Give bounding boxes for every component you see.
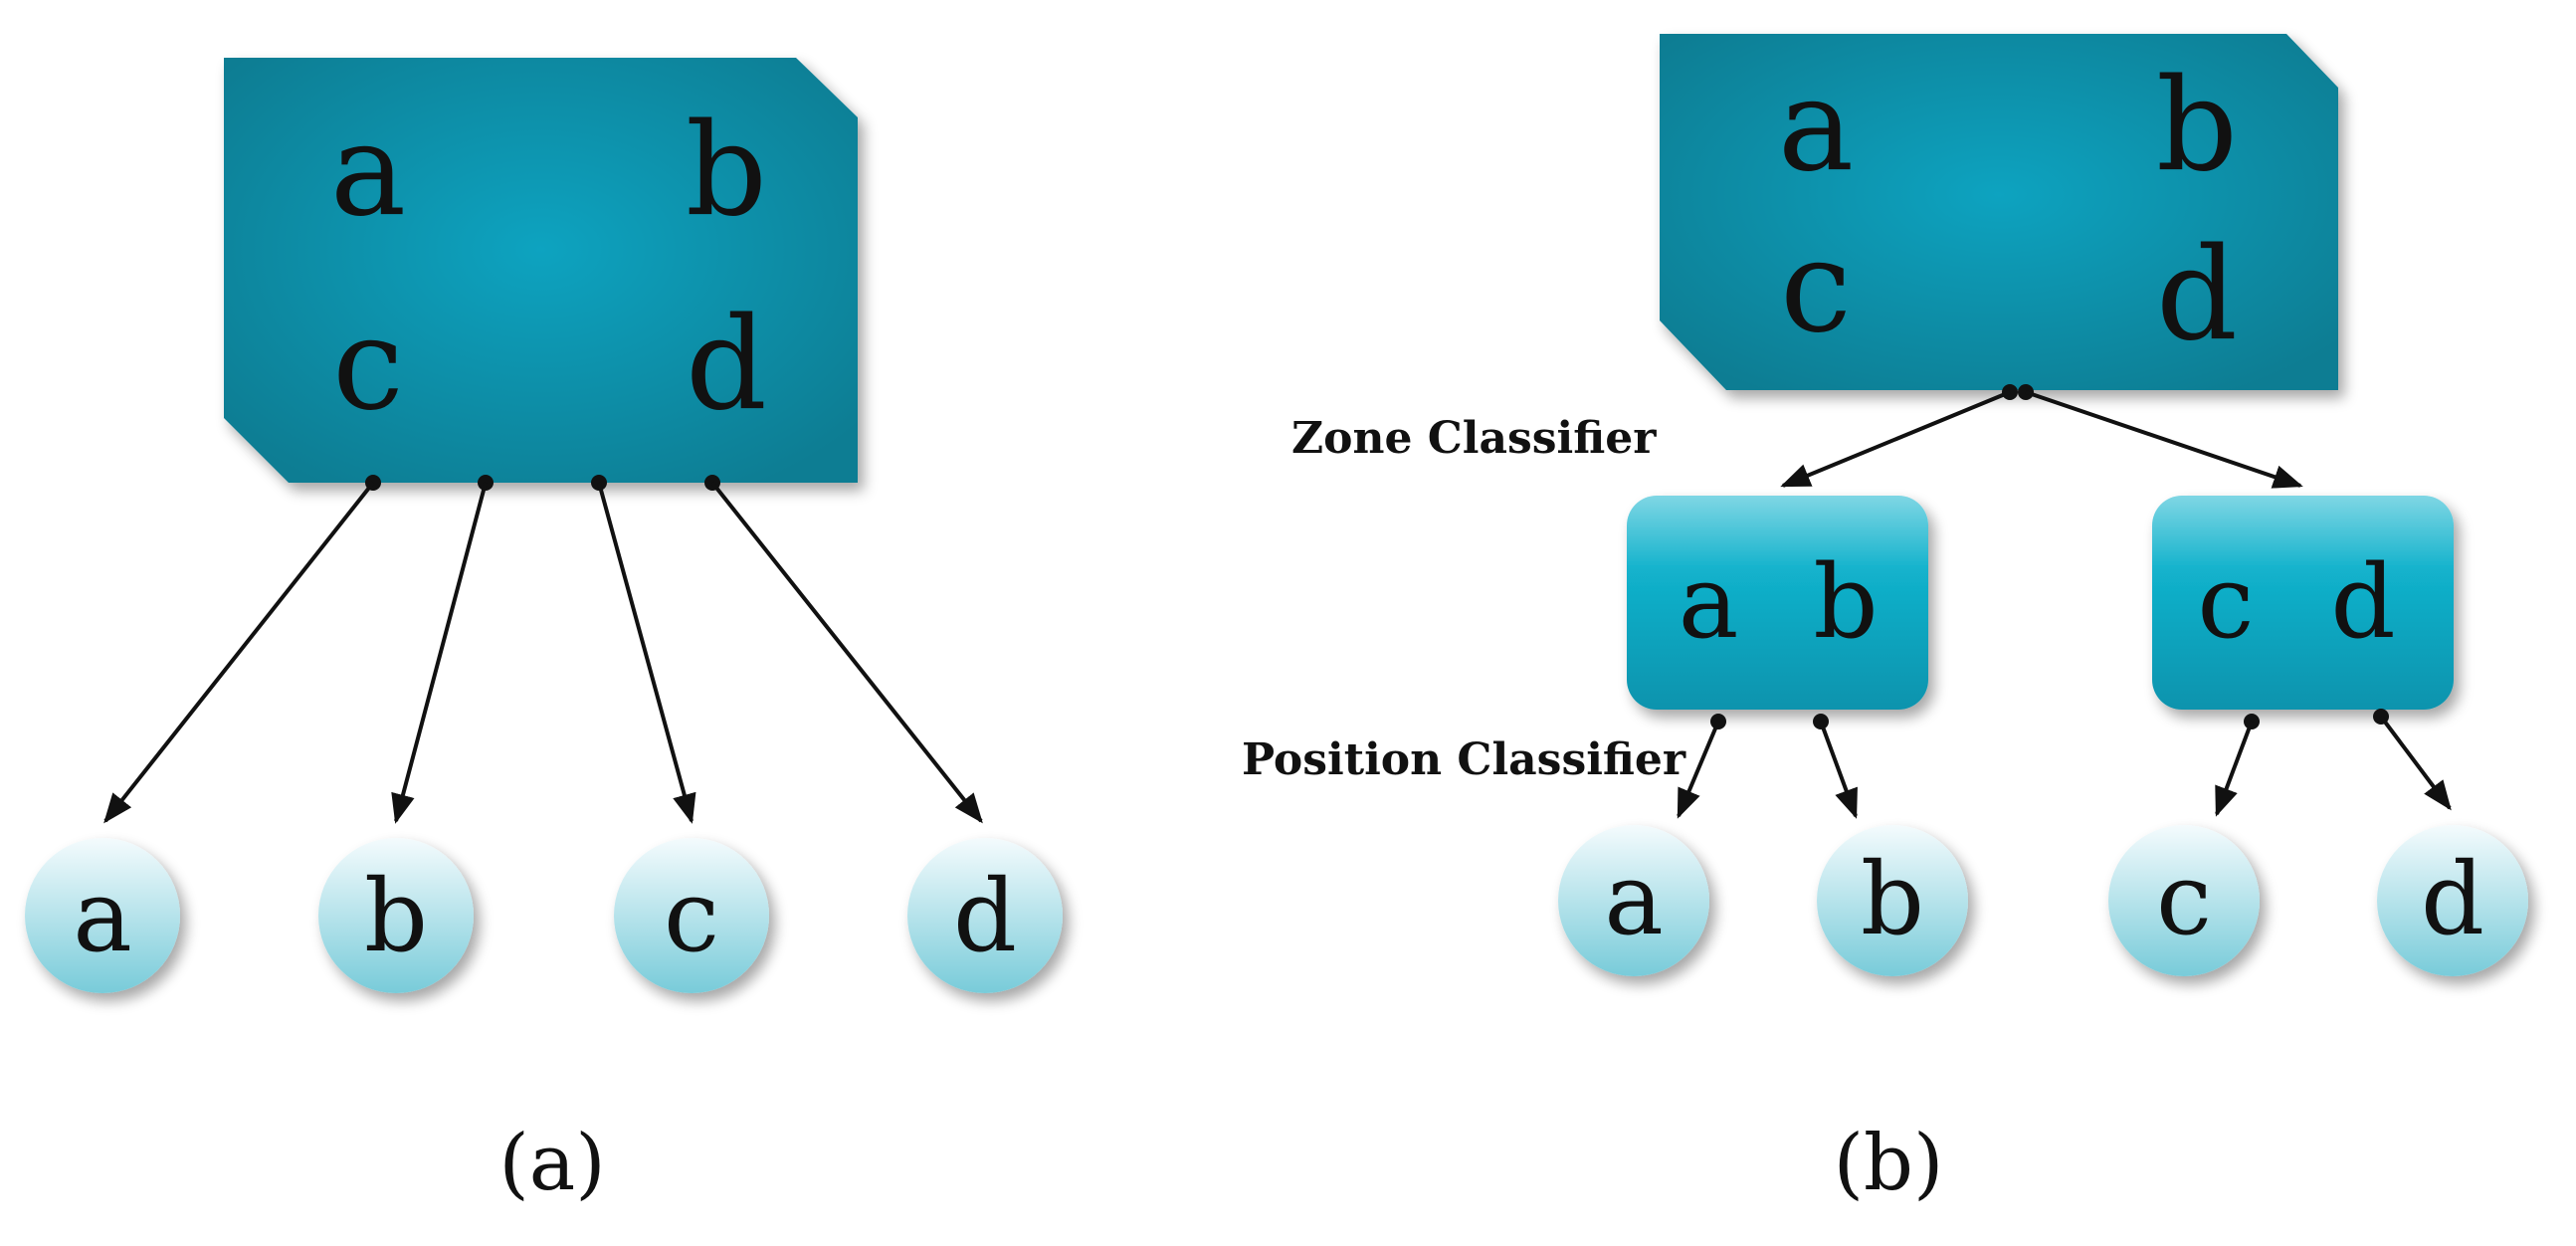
panel-a-edges <box>103 475 983 824</box>
panel-b-leaf-b <box>1817 825 1968 976</box>
panel-a-leaves: a b c d <box>25 838 1063 993</box>
panel-a-leaf-b <box>318 838 474 993</box>
panel-b-caption: (b) <box>1834 1119 1944 1208</box>
panel-a-root-label-b: b <box>686 97 767 245</box>
zone-box-cd-label-c: c <box>2197 543 2254 662</box>
panel-b-leaf-label-d: d <box>2421 841 2484 957</box>
panel-b-position-edges <box>1677 709 2452 819</box>
panel-b-leaf-c <box>2108 825 2260 976</box>
panel-a-root-label-c: c <box>332 291 404 439</box>
zone-box-ab-label-b: b <box>1813 543 1878 662</box>
panel-a-arrow-to-c <box>597 482 696 824</box>
panel-a-leaf-label-a: a <box>73 858 132 974</box>
zone-box-ab-label-a: a <box>1679 543 1739 662</box>
panel-a-leaf-c <box>614 838 769 993</box>
panel-a-root-box <box>224 58 858 483</box>
panel-b-leaves: a b c d <box>1558 825 2528 976</box>
panel-a-leaf-a <box>25 838 180 993</box>
zone-box-cd-label-d: d <box>2330 543 2395 662</box>
panel-b-root-label-c: c <box>1780 213 1852 361</box>
zone-box-ab <box>1627 496 1928 710</box>
zone-box-cd <box>2152 496 2454 710</box>
panel-b-leaf-label-a: a <box>1604 841 1664 957</box>
panel-a-root-label-a: a <box>330 97 406 245</box>
zone-classifier-label: Zone Classifier <box>1291 413 1657 464</box>
panel-b-leaf-a <box>1558 825 1709 976</box>
panel-a-root-label-d: d <box>686 291 767 439</box>
panel-a-arrow-to-d <box>710 481 983 824</box>
panel-b-root-label-b: b <box>2156 52 2238 200</box>
panel-b-root-box <box>1660 34 2338 390</box>
panel-a-arrow-to-a <box>103 481 375 824</box>
panel-b-arrow-to-leaf-d <box>2379 715 2452 811</box>
panel-b-arrow-to-zone-ab <box>1780 390 2011 488</box>
panel-a-caption: (a) <box>498 1119 605 1208</box>
panel-b-arrow-to-leaf-a <box>1677 721 1720 819</box>
panel-b-arrow-to-zone-cd <box>2025 390 2303 489</box>
panel-a-arrow-to-b <box>391 482 488 824</box>
panel-a-leaf-d <box>907 838 1063 993</box>
panel-b-root-label-a: a <box>1778 52 1854 200</box>
panel-a-leaf-label-b: b <box>364 858 428 974</box>
panel-b-zone-edges <box>1780 384 2303 489</box>
panel-a: a b c d a b c d (a) <box>25 58 1063 1208</box>
panel-a-leaf-label-d: d <box>953 858 1017 974</box>
panel-b-arrow-to-leaf-b <box>1819 721 1858 819</box>
panel-b-leaf-d <box>2377 825 2528 976</box>
panel-b: a b c d Zone Classifier a b c d Position… <box>1242 34 2528 1208</box>
panel-b-arrow-to-leaf-c <box>2215 721 2254 817</box>
position-classifier-label: Position Classifier <box>1242 734 1686 785</box>
panel-a-leaf-label-c: c <box>664 858 719 974</box>
panel-b-root-label-d: d <box>2156 221 2238 369</box>
panel-b-leaf-label-c: c <box>2156 841 2212 957</box>
panel-b-leaf-label-b: b <box>1861 841 1924 957</box>
